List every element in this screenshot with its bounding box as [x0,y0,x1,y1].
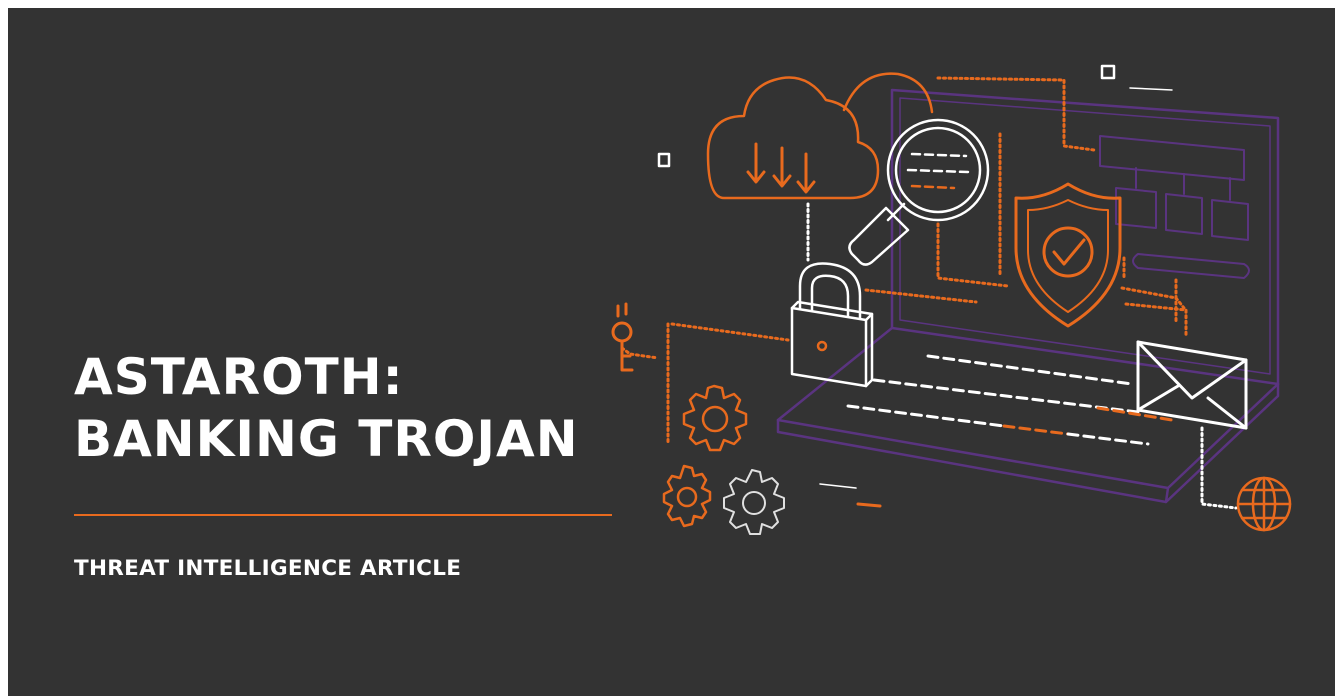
white-connector-lines [806,202,1238,510]
keyboard-dashes [846,354,1174,446]
decorative-lines [819,483,882,508]
article-category: THREAT INTELLIGENCE ARTICLE [74,556,462,581]
article-title: ASTAROTH: BANKING TROJAN [74,346,579,470]
cloud-download-icon [706,72,934,200]
gears-icon [662,384,748,528]
cybersecurity-illustration [611,64,1292,535]
envelope-icon [1136,340,1248,430]
title-line-1: ASTAROTH: [74,348,404,406]
globe-icon [1236,476,1292,532]
padlock-icon [790,262,874,388]
orange-connector-lines [620,76,1188,446]
shield-check-icon [1014,182,1122,328]
gear-outline-icon [723,469,785,535]
magnifying-glass-icon [848,118,990,266]
decorative-squares [657,64,1173,168]
key-icon [611,302,634,372]
hero-banner: ASTAROTH: BANKING TROJAN THREAT INTELLIG… [8,8,1335,696]
title-line-2: BANKING TROJAN [74,410,579,468]
title-divider [74,514,612,516]
laptop-icon [776,88,1280,504]
